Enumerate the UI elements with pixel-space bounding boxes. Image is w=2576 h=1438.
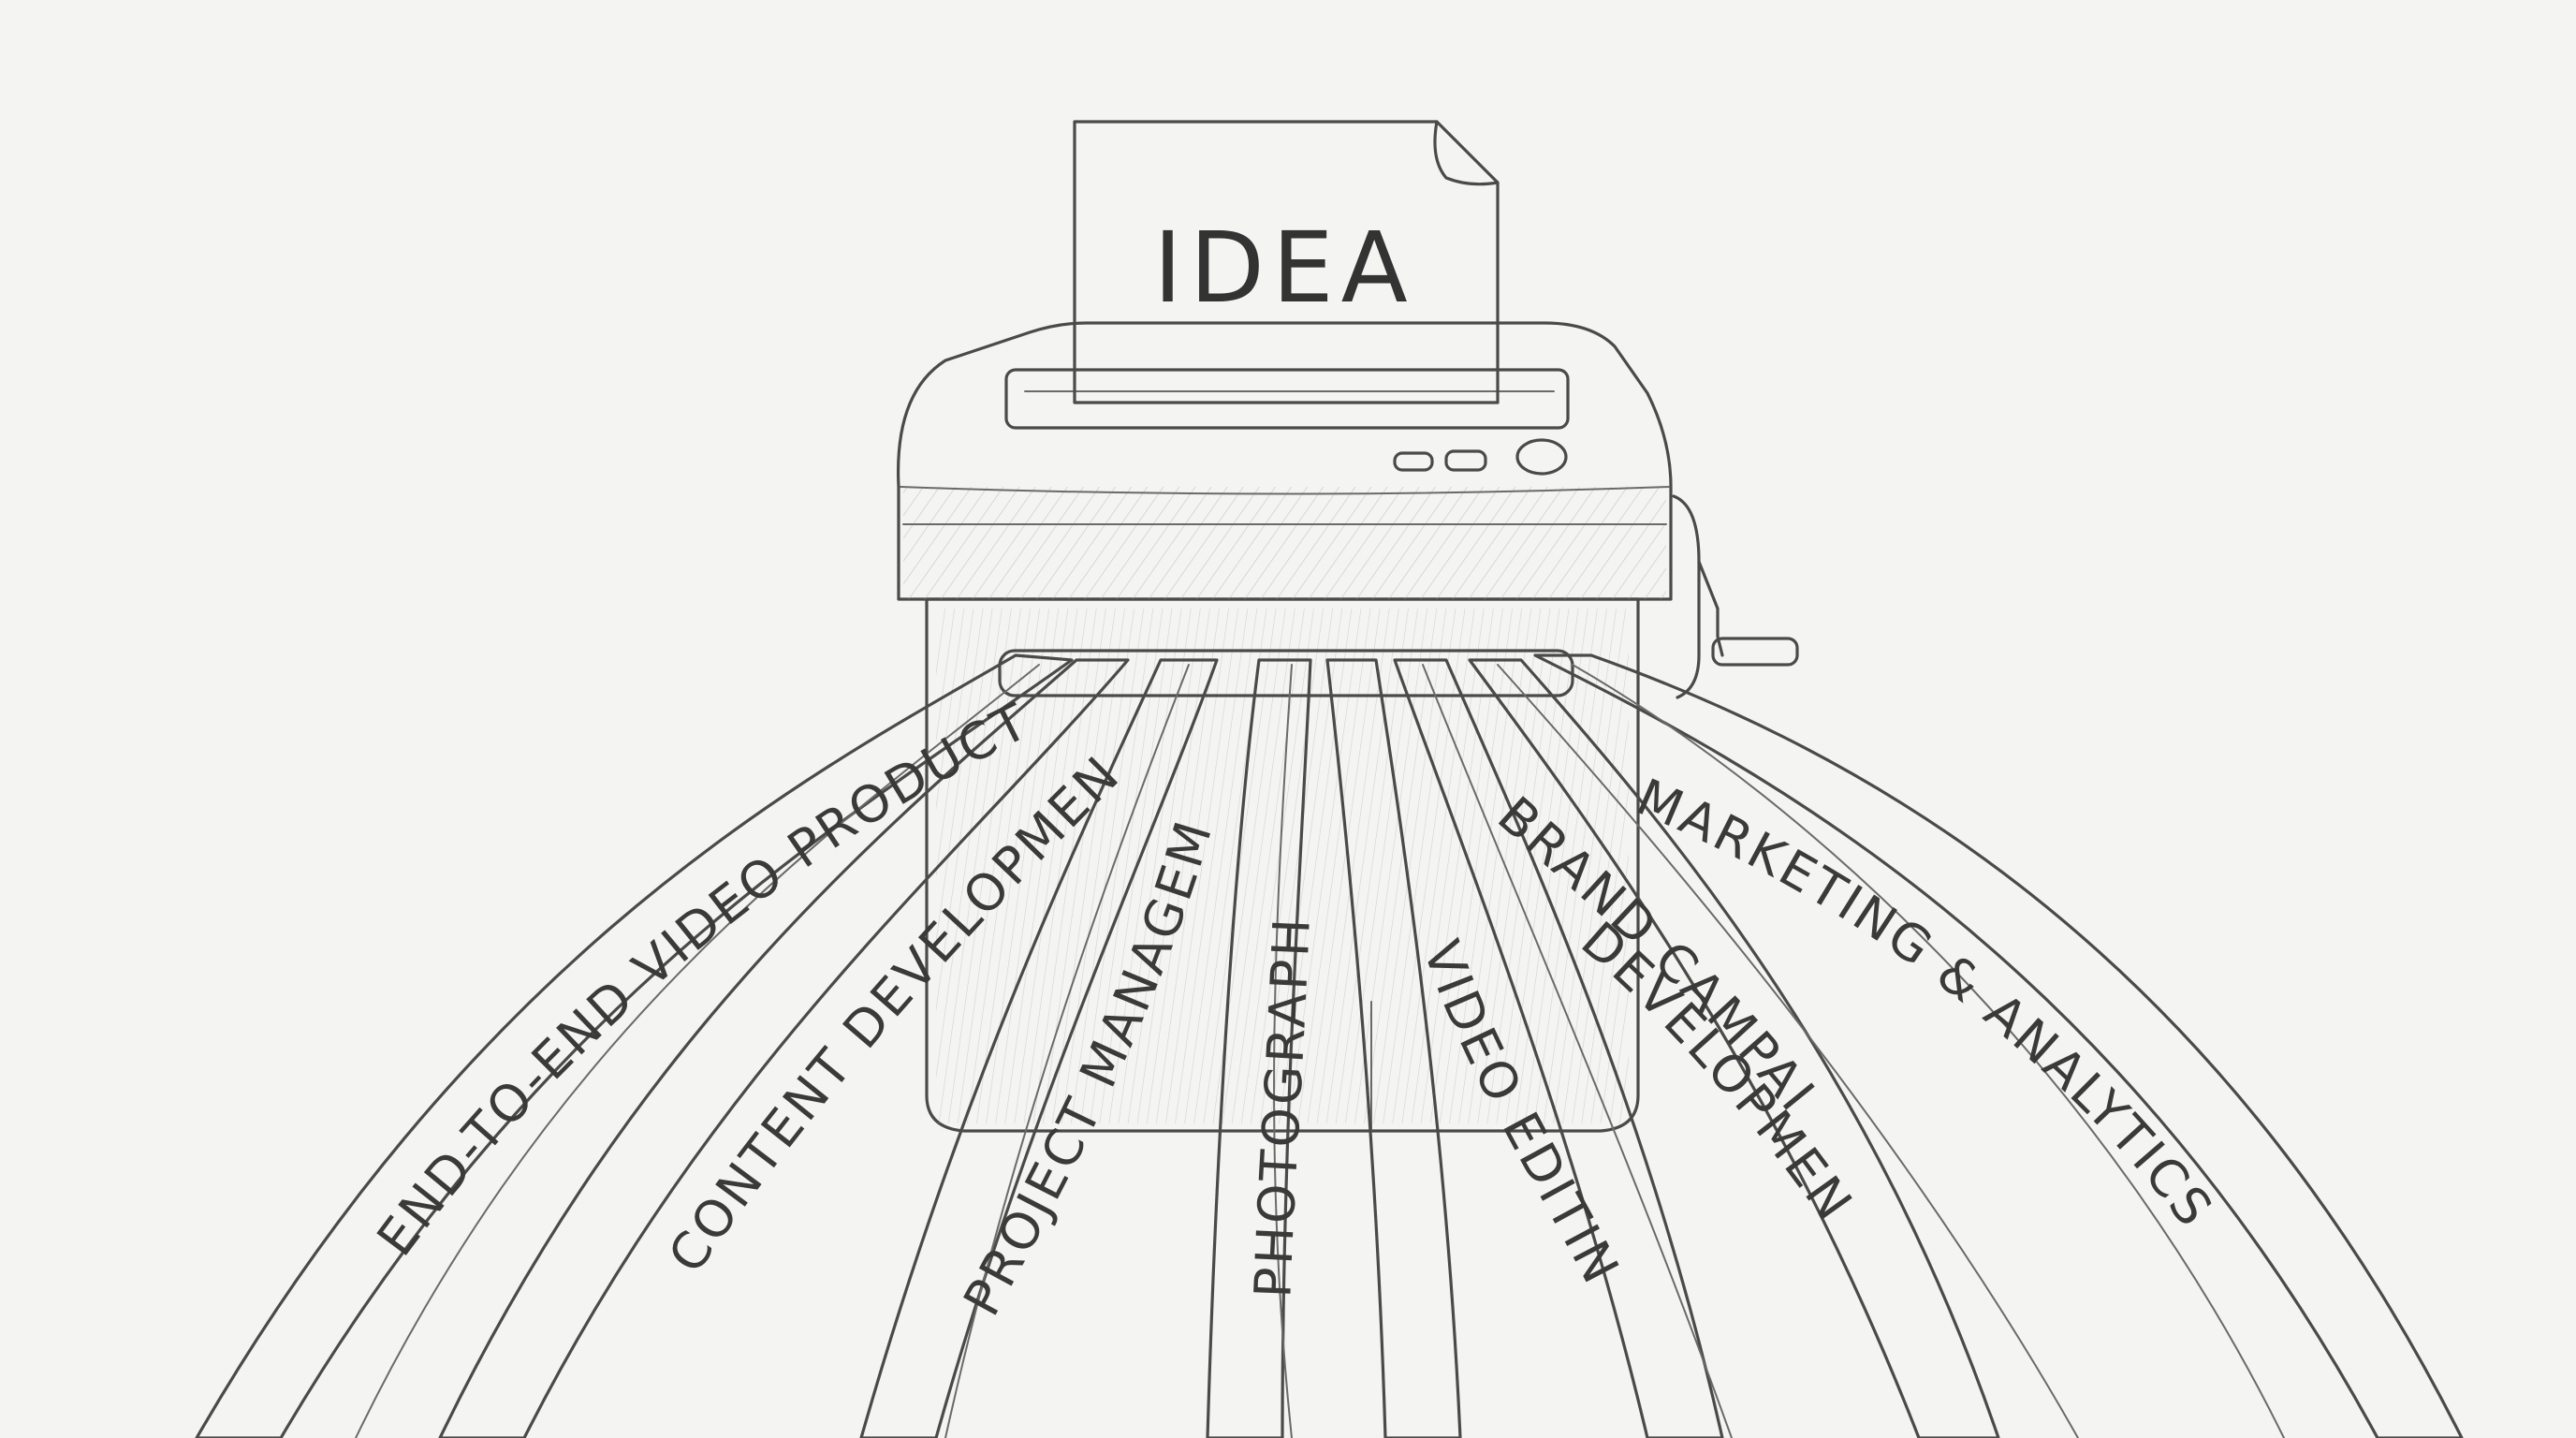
strip-3-shape bbox=[859, 658, 1219, 1438]
strip-2-shape bbox=[438, 658, 1130, 1438]
dial-icon bbox=[1515, 438, 1568, 476]
strip-7-shape bbox=[1468, 658, 2000, 1438]
idea-paper: IDEA bbox=[1073, 120, 1500, 404]
strip-4-shape bbox=[1206, 658, 1312, 1438]
paper-strips bbox=[195, 653, 2464, 1438]
strip-6-shape bbox=[1393, 658, 1724, 1438]
idea-label: IDEA bbox=[1153, 211, 1415, 325]
strip-1-shape bbox=[195, 653, 1074, 1438]
crank-icon bbox=[1672, 494, 1799, 699]
button-small-2-icon bbox=[1444, 449, 1487, 472]
button-small-1-icon bbox=[1393, 451, 1434, 472]
shredder bbox=[896, 321, 1799, 1133]
strip-5-shape bbox=[1325, 658, 1462, 1438]
strip-label: END-TO-END VIDEO PRODUCTION bbox=[0, 0, 1039, 1267]
strip-8-shape bbox=[1533, 653, 2464, 1438]
